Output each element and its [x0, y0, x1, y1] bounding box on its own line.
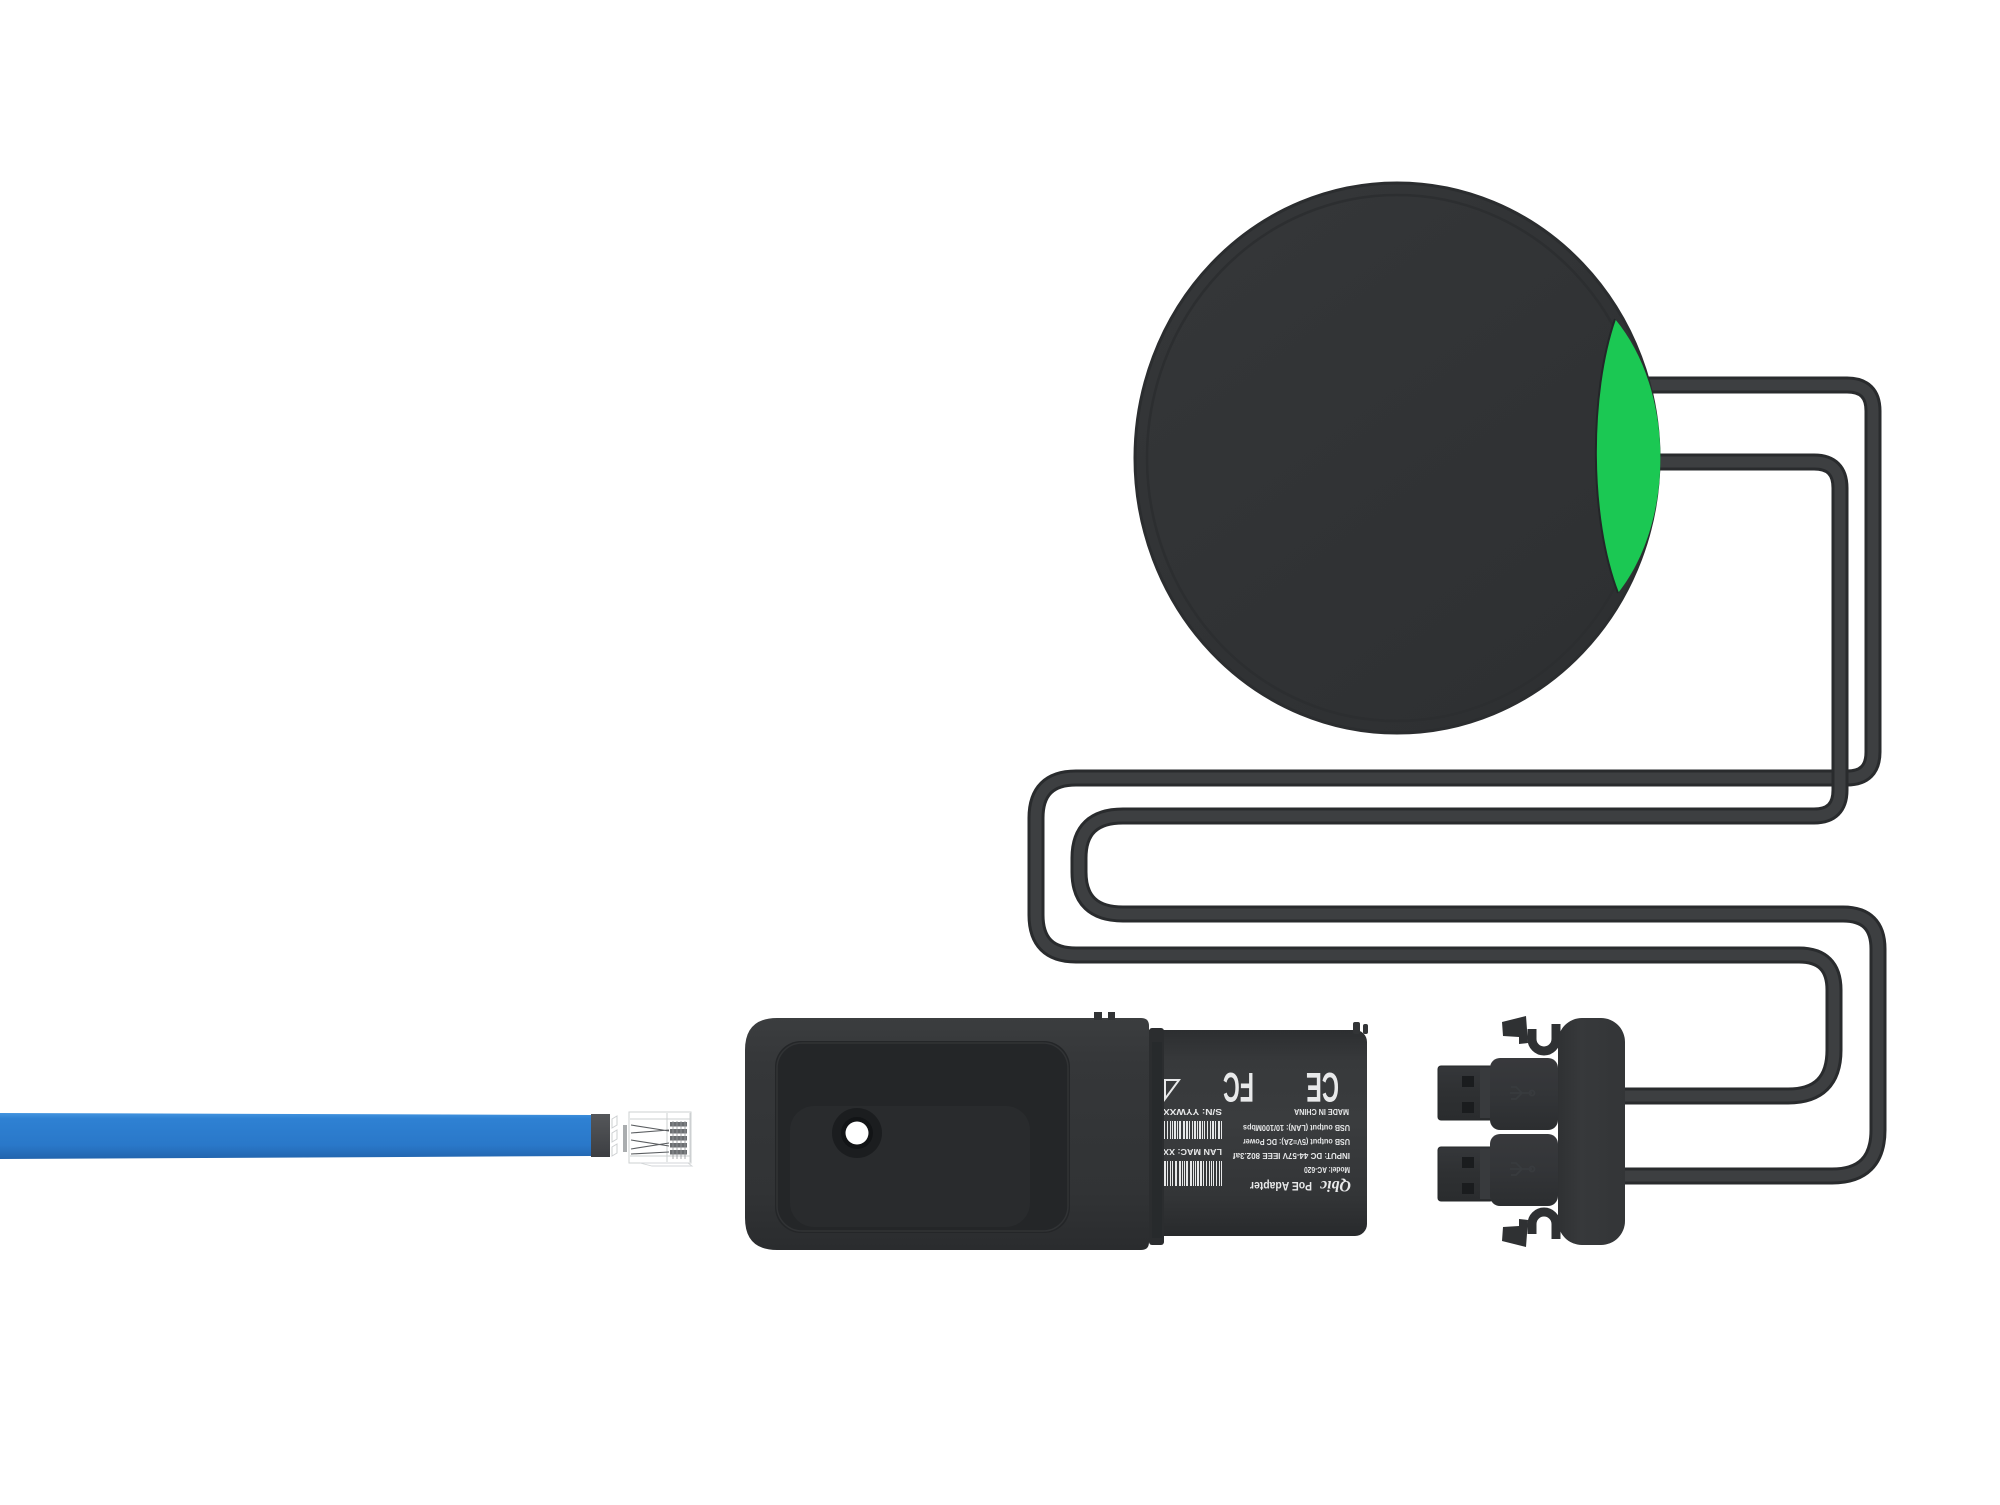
svg-text:PoE Adapter: PoE Adapter: [1250, 1179, 1312, 1193]
svg-text:LAN MAC: XX:X: LAN MAC: XX:X: [1153, 1147, 1222, 1156]
svg-text:MADE IN CHINA: MADE IN CHINA: [1294, 1107, 1349, 1116]
svg-text:Qbic: Qbic: [1320, 1177, 1351, 1194]
svg-text:USB output (5V=2A): DC Power: USB output (5V=2A): DC Power: [1242, 1137, 1350, 1146]
svg-text:S/N: YYWXX: S/N: YYWXX: [1162, 1107, 1222, 1116]
svg-text:Model: AC-620: Model: AC-620: [1304, 1165, 1350, 1174]
svg-text:CE: CE: [1306, 1064, 1339, 1111]
svg-text:USB output (LAN): 10/100Mbps: USB output (LAN): 10/100Mbps: [1243, 1123, 1350, 1132]
svg-text:FC: FC: [1223, 1064, 1254, 1111]
svg-text:INPUT: DC 44-57V IEEE 802.3af: INPUT: DC 44-57V IEEE 802.3af: [1233, 1151, 1350, 1160]
